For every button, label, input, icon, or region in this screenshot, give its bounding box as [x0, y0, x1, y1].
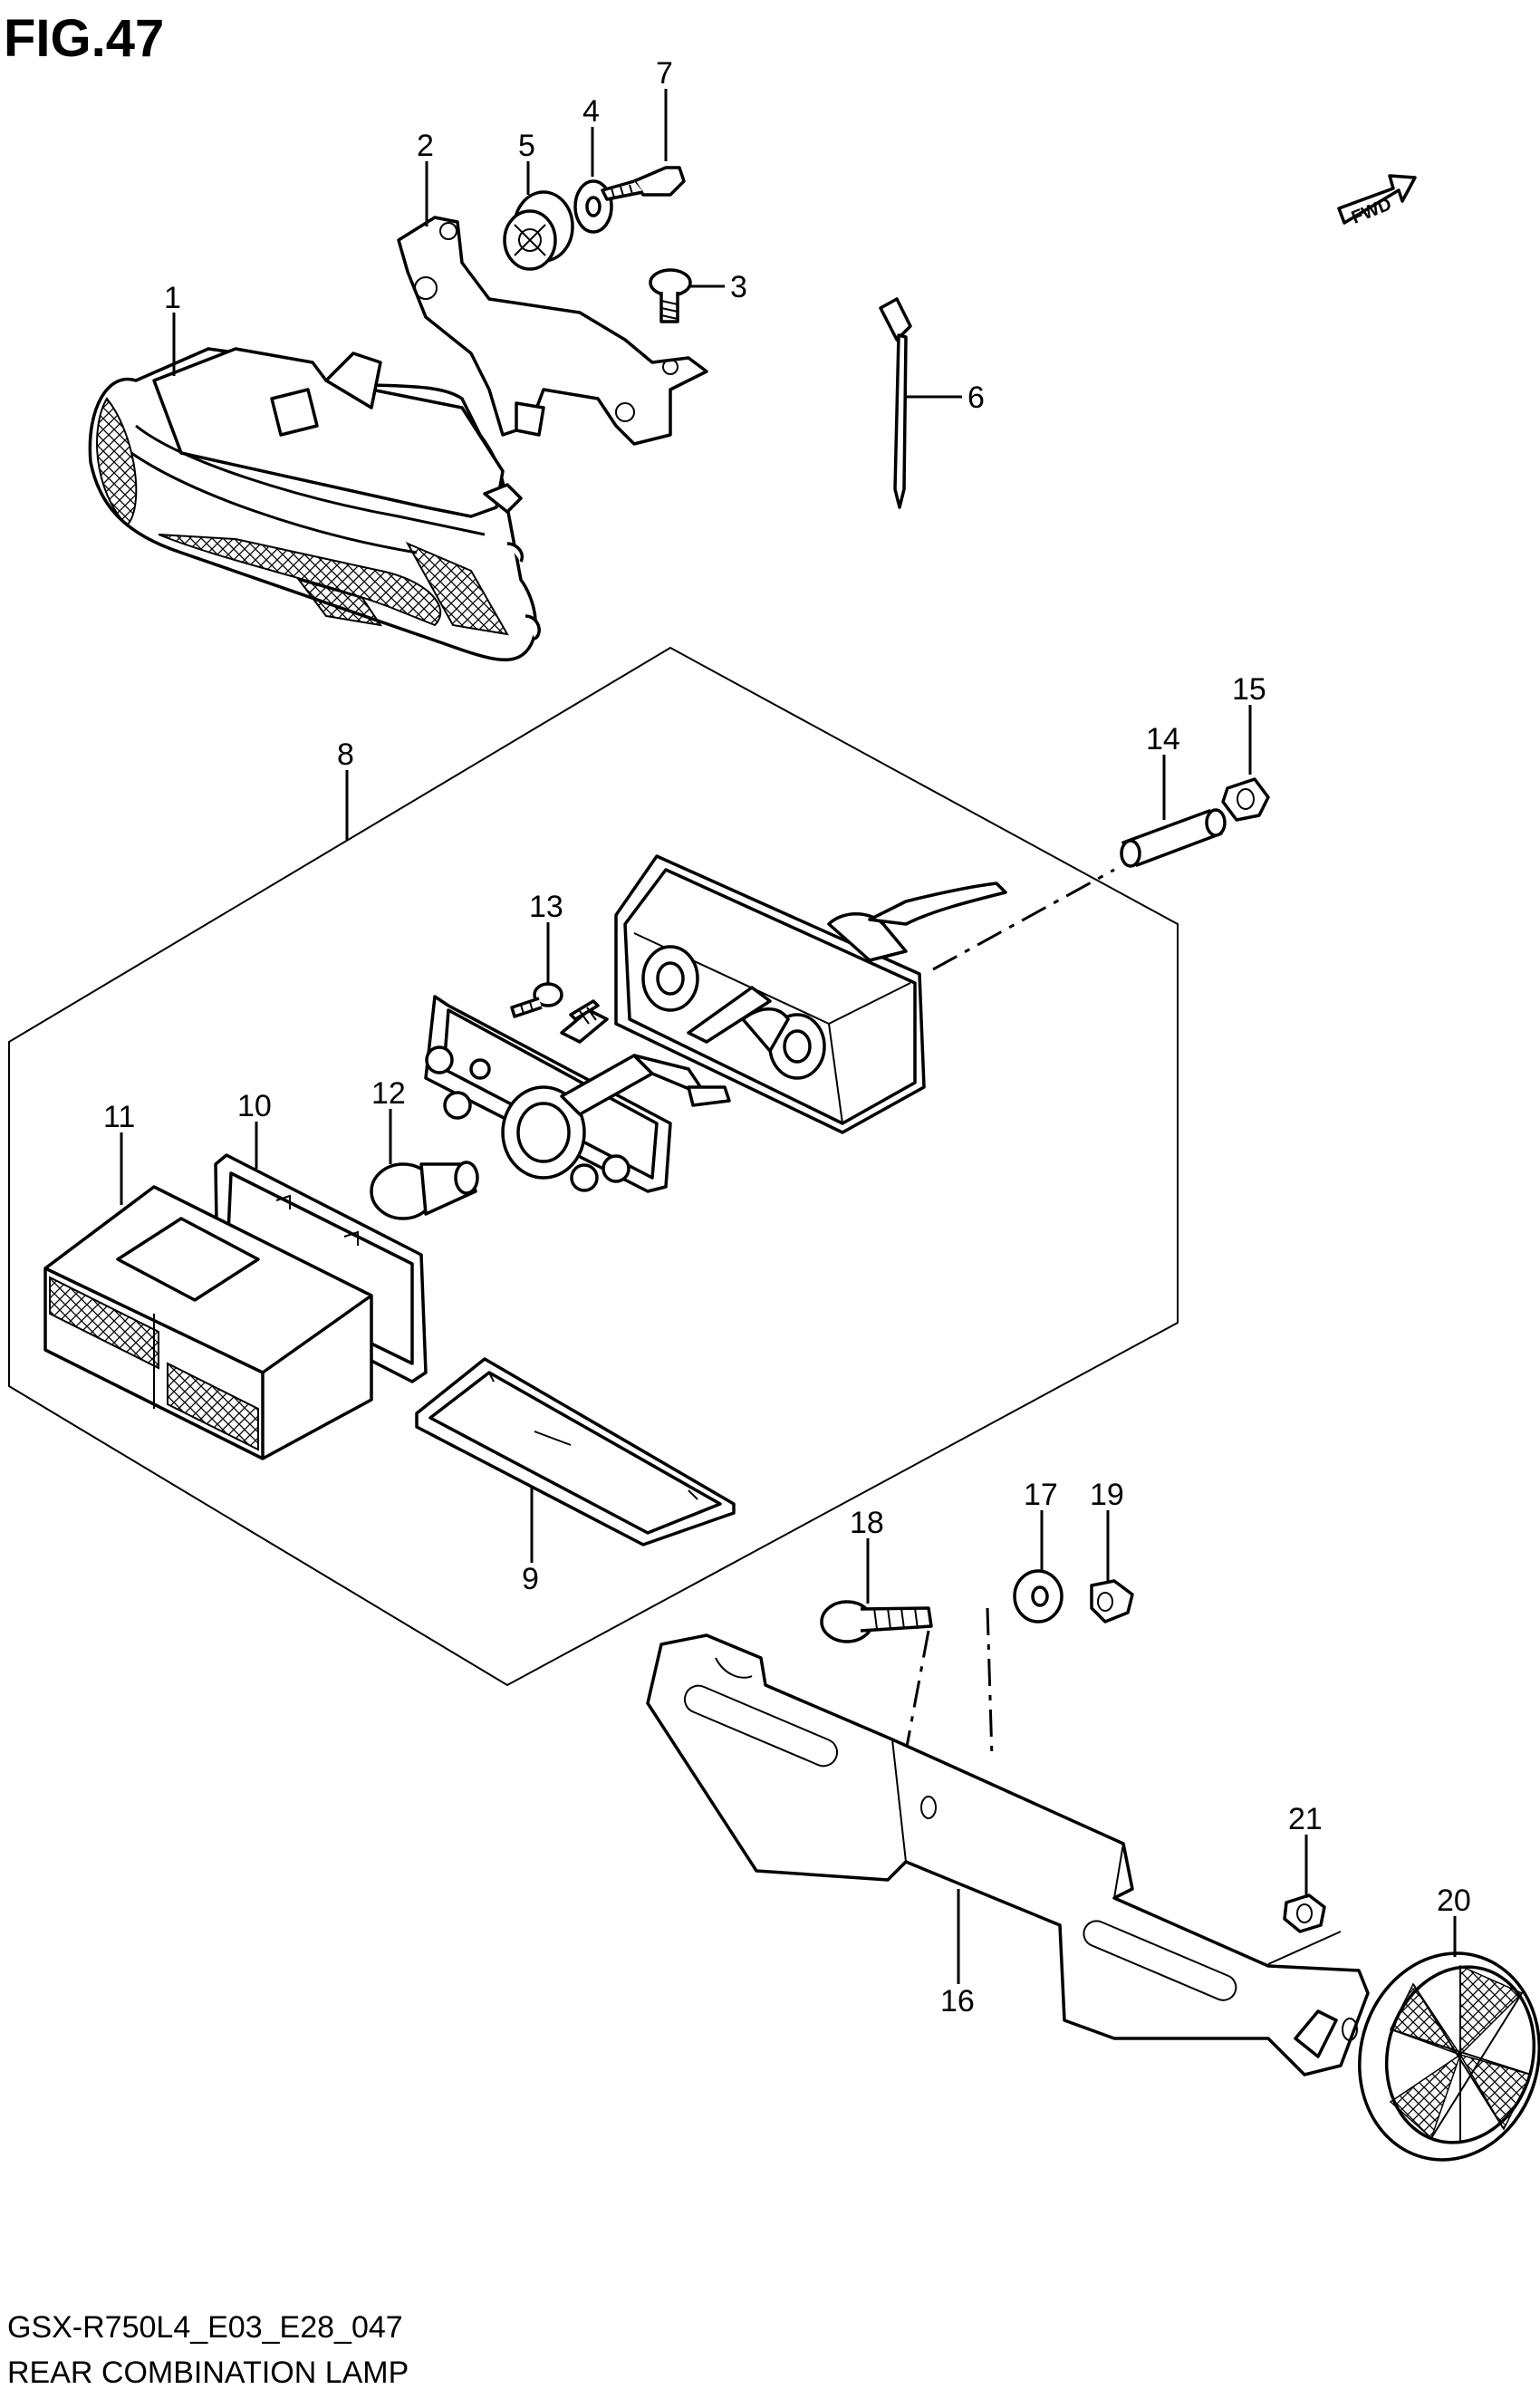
part-8-socket-plate — [424, 995, 731, 1193]
callout-14: 14 — [1146, 722, 1180, 756]
part-1-tail-lamp-assembly — [88, 347, 541, 661]
part-3-screw — [649, 268, 692, 323]
part-17-washer — [1013, 1569, 1064, 1623]
callout-8: 8 — [337, 737, 354, 772]
leader-lines — [120, 89, 1457, 1984]
part-16-plate-bracket — [646, 1633, 1370, 2076]
callout-numbers: 1 2 3 4 5 6 7 8 9 10 11 12 13 14 15 16 1… — [103, 56, 1471, 2018]
part-18-bolt — [820, 1600, 933, 1643]
callout-3: 3 — [730, 270, 747, 304]
part-6-cable-tie — [879, 297, 912, 509]
callout-10: 10 — [237, 1089, 272, 1123]
callout-21: 21 — [1288, 1802, 1323, 1836]
figure-caption: REAR COMBINATION LAMP — [7, 2356, 409, 2390]
callout-17: 17 — [1024, 1478, 1058, 1512]
callout-4: 4 — [582, 94, 600, 129]
callout-5: 5 — [518, 129, 535, 163]
callout-7: 7 — [656, 56, 673, 91]
part-2-bracket — [397, 216, 708, 446]
part-20-reflector — [1358, 1951, 1540, 2162]
part-15-nut — [1221, 777, 1270, 822]
callout-15: 15 — [1232, 672, 1266, 707]
callout-19: 19 — [1090, 1478, 1124, 1512]
part-9-lens-plate — [415, 1357, 736, 1546]
callout-9: 9 — [522, 1562, 539, 1596]
model-code: GSX-R750L4_E03_E28_047 — [7, 2310, 403, 2345]
part-13-screw — [510, 982, 563, 1018]
callout-20: 20 — [1437, 1884, 1471, 1918]
part-19-nut — [1090, 1579, 1134, 1623]
part-12-bulb — [370, 1161, 479, 1220]
part-11-lens — [43, 1185, 373, 1460]
part-4-washer — [573, 179, 613, 234]
callout-11: 11 — [103, 1100, 135, 1134]
callout-1: 1 — [164, 281, 181, 315]
callout-6: 6 — [967, 381, 985, 415]
part-8-assembly-outline — [8, 646, 1179, 1687]
callout-12: 12 — [371, 1076, 406, 1111]
callout-13: 13 — [529, 890, 563, 924]
callout-18: 18 — [850, 1506, 884, 1540]
figure-title: FIG.47 — [4, 9, 164, 68]
callout-16: 16 — [940, 1984, 975, 2018]
part-14-spacer — [1120, 808, 1227, 868]
callout-2: 2 — [417, 129, 434, 163]
part-21-nut — [1283, 1893, 1326, 1933]
part-5-grommet — [503, 190, 574, 271]
fwd-arrow-icon: FWD — [1337, 174, 1417, 228]
part-7-screw — [601, 166, 686, 201]
part-8-lamp-housing — [614, 854, 1007, 1134]
